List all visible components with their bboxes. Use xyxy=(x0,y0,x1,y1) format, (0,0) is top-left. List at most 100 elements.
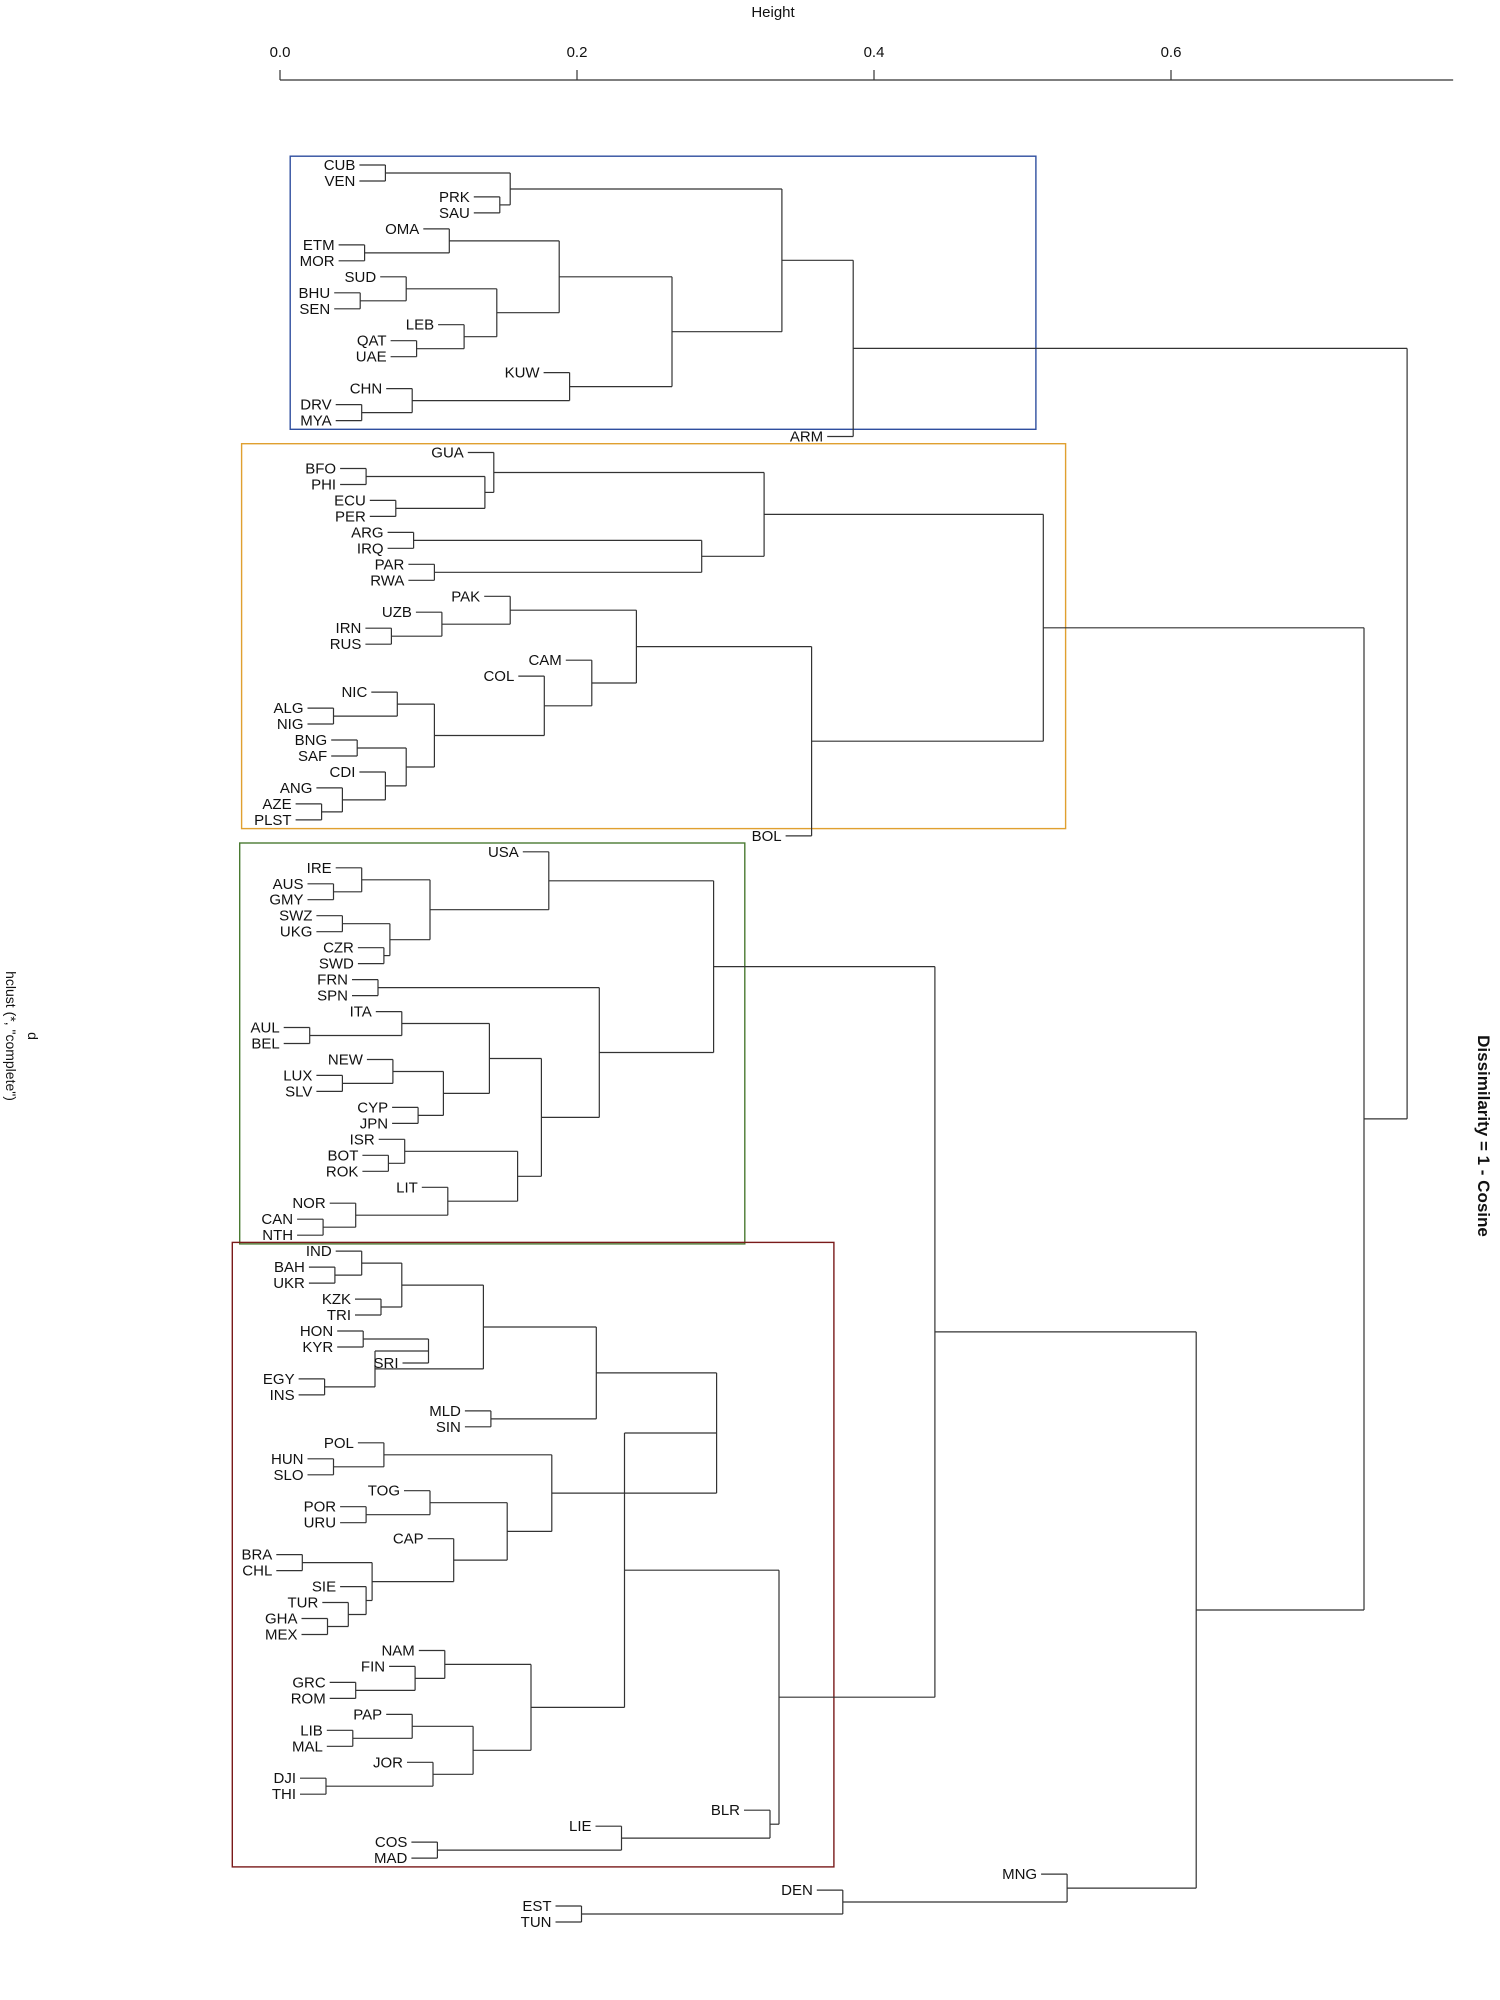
leaf-label-mal: MAL xyxy=(292,1738,323,1755)
leaf-label-swz: SWZ xyxy=(279,908,312,925)
leaf-label-den: DEN xyxy=(781,1882,813,1899)
leaf-label-ita: ITA xyxy=(350,1004,372,1021)
leaf-label-ven: VEN xyxy=(325,173,356,190)
leaf-label-plst: PLST xyxy=(254,812,292,829)
leaf-label-swd: SWD xyxy=(319,956,354,973)
left-title-d: d xyxy=(25,1032,41,1040)
leaf-label-pak: PAK xyxy=(451,588,480,605)
leaf-label-arg: ARG xyxy=(351,524,384,541)
leaf-label-cyp: CYP xyxy=(357,1099,388,1116)
leaf-label-slo: SLO xyxy=(273,1467,303,1484)
leaf-label-dji: DJI xyxy=(274,1770,297,1787)
leaf-label-uru: URU xyxy=(304,1515,337,1532)
leaf-label-arm: ARM xyxy=(790,429,823,446)
leaf-label-nam: NAM xyxy=(381,1643,414,1660)
leaf-label-irn: IRN xyxy=(336,620,362,637)
x-axis-title: Height xyxy=(751,4,795,21)
leaf-label-uzb: UZB xyxy=(382,604,412,621)
leaf-label-bel: BEL xyxy=(251,1036,279,1053)
leaf-label-ukg: UKG xyxy=(280,924,313,941)
leaf-label-usa: USA xyxy=(488,844,519,861)
leaf-label-bah: BAH xyxy=(274,1259,305,1276)
leaf-label-ecu: ECU xyxy=(334,492,366,509)
leaf-label-kuw: KUW xyxy=(505,365,541,382)
leaf-label-ukr: UKR xyxy=(273,1275,305,1292)
leaf-label-col: COL xyxy=(483,668,514,685)
leaf-label-chl: CHL xyxy=(242,1563,272,1580)
leaf-label-gua: GUA xyxy=(431,445,464,462)
leaf-label-jor: JOR xyxy=(373,1754,403,1771)
leaf-label-chn: CHN xyxy=(350,381,383,398)
leaf-label-cam: CAM xyxy=(528,652,561,669)
leaf-label-gmy: GMY xyxy=(269,892,303,909)
leaf-label-cub: CUB xyxy=(324,157,356,174)
leaf-label-hon: HON xyxy=(300,1323,333,1340)
leaf-label-tri: TRI xyxy=(327,1307,351,1324)
leaf-label-pol: POL xyxy=(324,1435,354,1452)
leaf-label-lux: LUX xyxy=(283,1067,312,1084)
leaf-label-alg: ALG xyxy=(273,700,303,717)
left-title-hclust: hclust (*, "complete") xyxy=(3,971,19,1101)
leaf-label-per: PER xyxy=(335,508,366,525)
leaf-label-pap: PAP xyxy=(353,1706,382,1723)
leaf-label-ire: IRE xyxy=(307,860,332,877)
leaf-label-bol: BOL xyxy=(752,828,782,845)
leaf-label-etm: ETM xyxy=(303,237,335,254)
leaf-label-isr: ISR xyxy=(350,1131,375,1148)
leaf-label-new: NEW xyxy=(328,1052,364,1069)
leaf-label-rwa: RWA xyxy=(370,572,404,589)
cluster-box-2 xyxy=(240,443,1067,830)
leaf-label-prk: PRK xyxy=(439,189,470,206)
leaf-label-tur: TUR xyxy=(287,1595,318,1612)
leaf-label-drv: DRV xyxy=(300,397,331,414)
leaf-label-aul: AUL xyxy=(251,1020,280,1037)
leaf-label-ang: ANG xyxy=(280,780,313,797)
leaf-label-qat: QAT xyxy=(357,333,387,350)
leaf-label-bra: BRA xyxy=(241,1547,272,1564)
leaf-label-sud: SUD xyxy=(345,269,377,286)
leaf-label-bot: BOT xyxy=(328,1147,359,1164)
leaf-label-rus: RUS xyxy=(330,636,362,653)
leaf-label-rok: ROK xyxy=(326,1163,359,1180)
leaf-label-thi: THI xyxy=(272,1786,296,1803)
leaf-label-slv: SLV xyxy=(285,1083,312,1100)
leaf-label-frn: FRN xyxy=(317,972,348,989)
leaf-label-sri: SRI xyxy=(373,1355,398,1372)
leaf-label-ind: IND xyxy=(306,1243,332,1260)
leaf-label-bfo: BFO xyxy=(305,461,336,478)
leaf-label-egy: EGY xyxy=(263,1371,295,1388)
leaf-label-sin: SIN xyxy=(436,1419,461,1436)
leaf-label-saf: SAF xyxy=(298,748,327,765)
leaf-label-czr: CZR xyxy=(323,940,354,957)
leaf-label-nic: NIC xyxy=(341,684,367,701)
leaf-label-rom: ROM xyxy=(291,1690,326,1707)
leaf-label-fin: FIN xyxy=(361,1658,385,1675)
leaf-label-kyr: KYR xyxy=(302,1339,333,1356)
leaf-label-sau: SAU xyxy=(439,205,470,222)
leaf-label-mya: MYA xyxy=(300,413,331,430)
leaf-label-tun: TUN xyxy=(521,1914,552,1931)
leaf-label-por: POR xyxy=(304,1499,337,1516)
tick-label: 0.2 xyxy=(567,44,588,61)
leaf-label-ins: INS xyxy=(270,1387,295,1404)
leaf-label-nth: NTH xyxy=(262,1227,293,1244)
leaf-label-uae: UAE xyxy=(356,349,387,366)
leaf-label-mad: MAD xyxy=(374,1850,408,1867)
cluster-box-1 xyxy=(289,155,1037,431)
leaf-label-jpn: JPN xyxy=(360,1115,388,1132)
leaf-label-lib: LIB xyxy=(300,1722,323,1739)
leaf-label-gha: GHA xyxy=(265,1611,298,1628)
leaf-label-kzk: KZK xyxy=(322,1291,351,1308)
leaf-label-leb: LEB xyxy=(406,317,434,334)
leaf-label-tog: TOG xyxy=(368,1483,400,1500)
cluster-box-3 xyxy=(238,842,746,1245)
cluster-box-4 xyxy=(231,1241,835,1868)
dissimilarity-title: Dissimilarity = 1 - Cosine xyxy=(1474,1035,1493,1237)
leaf-label-cos: COS xyxy=(375,1834,408,1851)
leaf-label-sen: SEN xyxy=(299,301,330,318)
leaf-label-mor: MOR xyxy=(300,253,335,270)
tick-label: 0.6 xyxy=(1161,44,1182,61)
leaf-label-bhu: BHU xyxy=(299,285,331,302)
leaf-labels: CUBVENPRKSAUETMMOROMABHUSENSUDQATUAELEBD… xyxy=(241,157,1037,1931)
